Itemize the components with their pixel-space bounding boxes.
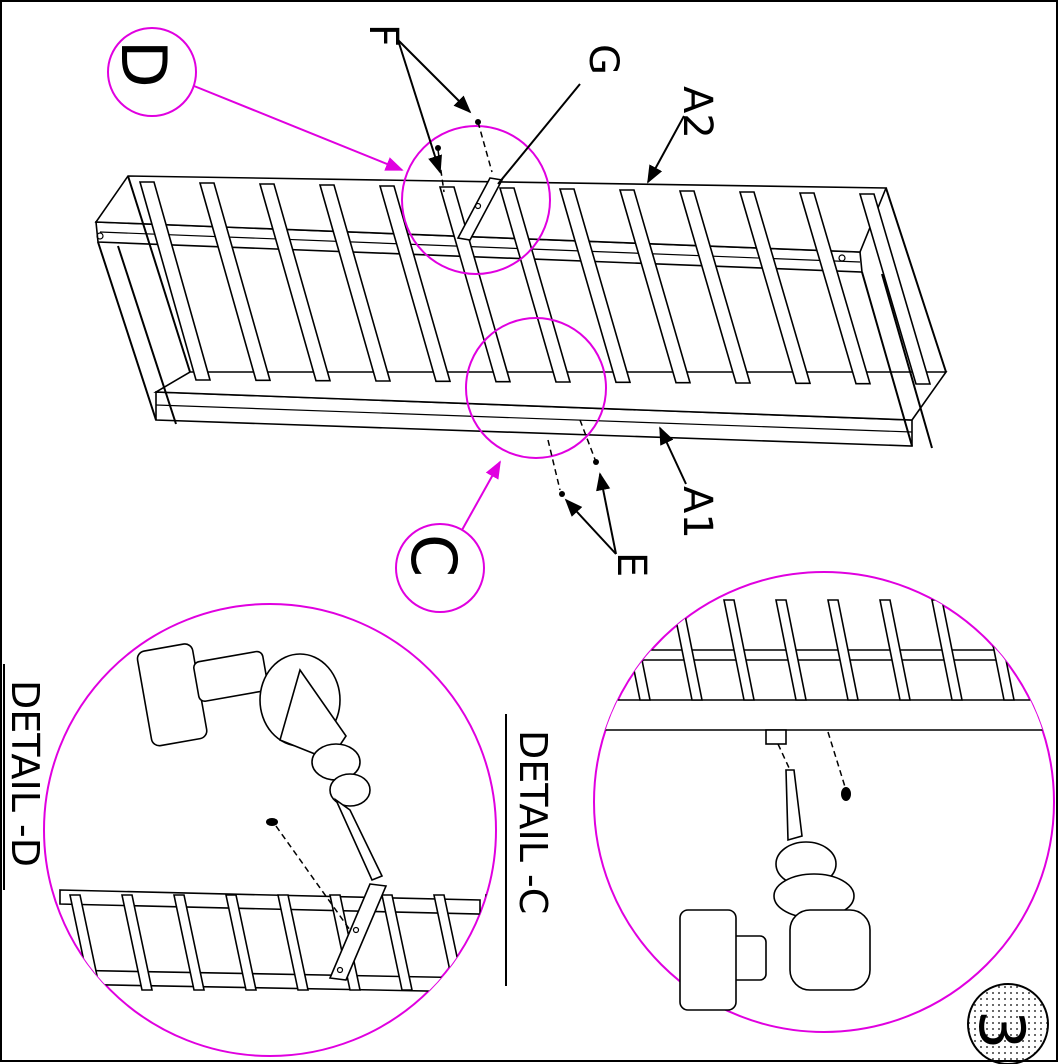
slat	[138, 181, 212, 381]
rail-a1	[153, 371, 948, 447]
slat	[318, 184, 392, 382]
label-d: D	[107, 40, 180, 88]
detail-c-label: DETAIL -C	[511, 730, 555, 914]
slat	[619, 599, 651, 701]
slat	[678, 190, 752, 384]
slat	[378, 185, 452, 383]
drill-icon	[136, 643, 384, 882]
slat	[121, 894, 153, 991]
slat	[618, 189, 692, 384]
slat	[258, 183, 332, 382]
slat	[858, 193, 932, 385]
detail-circle-c	[465, 317, 607, 459]
slat	[798, 192, 872, 385]
slat	[173, 894, 205, 991]
slats	[138, 181, 932, 385]
slat	[879, 599, 911, 701]
slat	[738, 191, 812, 385]
slat	[198, 182, 272, 382]
label-g: G	[580, 44, 626, 75]
slat	[827, 599, 859, 701]
callout-c	[395, 523, 485, 613]
slat	[225, 894, 257, 991]
bracket-g	[456, 177, 504, 241]
screw-icon	[266, 818, 351, 931]
label-a2: A2	[674, 86, 720, 139]
slat	[558, 188, 632, 384]
detail-c: DETAIL -C	[505, 571, 1055, 1033]
step-number: 3	[965, 1010, 1038, 1049]
screw-icon	[777, 731, 851, 801]
detail-circle-d	[401, 125, 551, 275]
main-assembly: F G A2 A1 E D C	[94, 24, 948, 613]
slat	[775, 599, 807, 701]
slat	[381, 894, 413, 991]
drill-icon	[679, 769, 871, 1011]
slat	[723, 599, 755, 701]
label-c: C	[397, 534, 470, 577]
label-a1: A1	[674, 486, 720, 539]
detail-d-label: DETAIL -D	[3, 680, 47, 867]
callout-d	[107, 27, 197, 117]
step-badge: 3	[965, 983, 1049, 1064]
label-e: E	[608, 552, 654, 577]
slat	[277, 894, 309, 991]
label-f: F	[360, 24, 406, 47]
detail-c-slats	[619, 599, 1054, 701]
screws-e	[547, 419, 599, 497]
detail-d: DETAIL -D	[3, 603, 497, 1057]
end-frames	[97, 175, 947, 449]
